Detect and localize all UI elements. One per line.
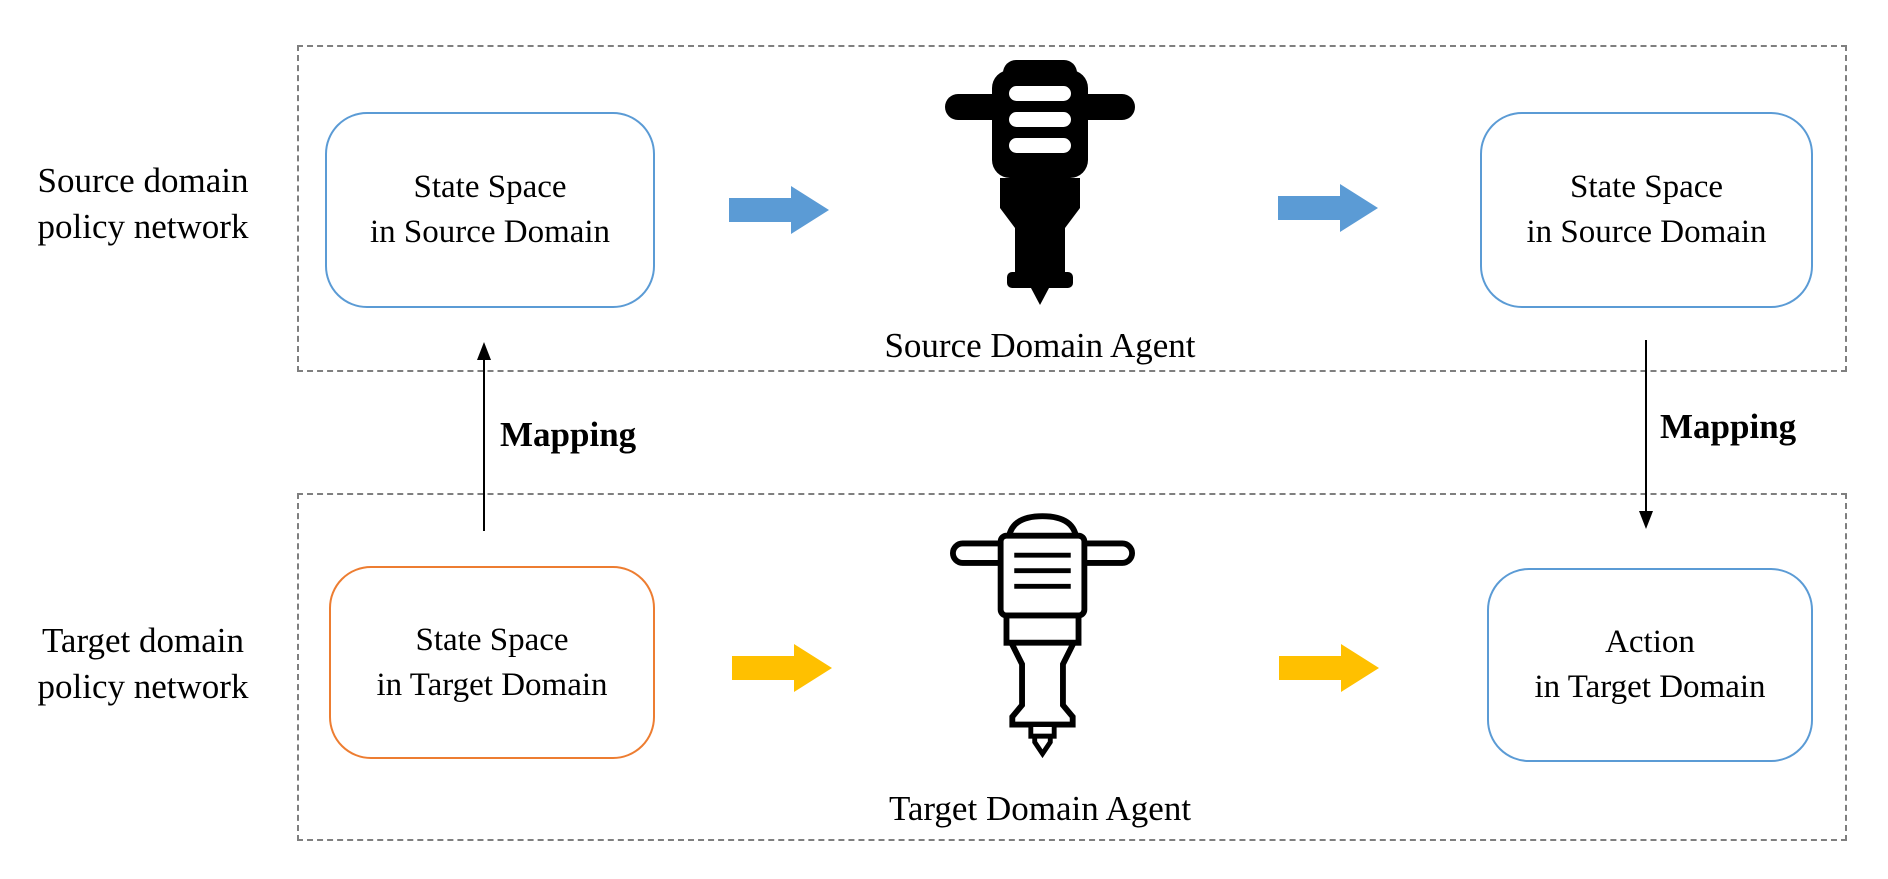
source-network-label-line1: Source domain xyxy=(37,161,249,200)
target-input-state-box: State Space in Target Domain xyxy=(329,566,655,759)
target-action-box: Action in Target Domain xyxy=(1487,568,1813,762)
source-flow-arrow-right-icon xyxy=(1278,184,1378,232)
target-action-line1: Action xyxy=(1605,624,1695,660)
mapping-label-left: Mapping xyxy=(500,415,637,454)
source-output-state-box: State Space in Source Domain xyxy=(1480,112,1813,308)
target-input-state-line1: State Space xyxy=(415,621,569,658)
mapping-label-right: Mapping xyxy=(1660,407,1797,446)
target-agent-caption: Target Domain Agent xyxy=(888,789,1192,828)
jackhammer-filled-icon xyxy=(945,60,1135,305)
target-action-line2: in Target Domain xyxy=(1534,669,1766,705)
source-flow-arrow-left-icon xyxy=(729,186,829,234)
mapping-arrow-down-icon xyxy=(1636,340,1656,533)
target-flow-arrow-left-icon xyxy=(732,644,832,692)
source-agent-caption: Source Domain Agent xyxy=(884,326,1196,365)
target-network-label-line2: policy network xyxy=(37,667,249,706)
target-policy-network-container xyxy=(297,493,1847,841)
target-network-label: Target domain policy network xyxy=(8,618,278,710)
target-flow-arrow-right-icon xyxy=(1279,644,1379,692)
target-network-label-line1: Target domain xyxy=(42,621,244,660)
jackhammer-outline-icon xyxy=(950,508,1135,760)
source-input-state-line1: State Space xyxy=(413,169,567,205)
source-output-state-line1: State Space xyxy=(1569,169,1724,205)
target-input-state-line2: in Target Domain xyxy=(376,666,608,703)
source-input-state-line2: in Source Domain xyxy=(369,214,611,250)
source-input-state-box: State Space in Source Domain xyxy=(325,112,655,308)
source-policy-network-container xyxy=(297,45,1847,372)
source-output-state-line2: in Source Domain xyxy=(1526,214,1767,250)
mapping-arrow-up-icon xyxy=(474,338,494,531)
source-network-label: Source domain policy network xyxy=(8,158,278,250)
source-network-label-line2: policy network xyxy=(37,207,249,246)
